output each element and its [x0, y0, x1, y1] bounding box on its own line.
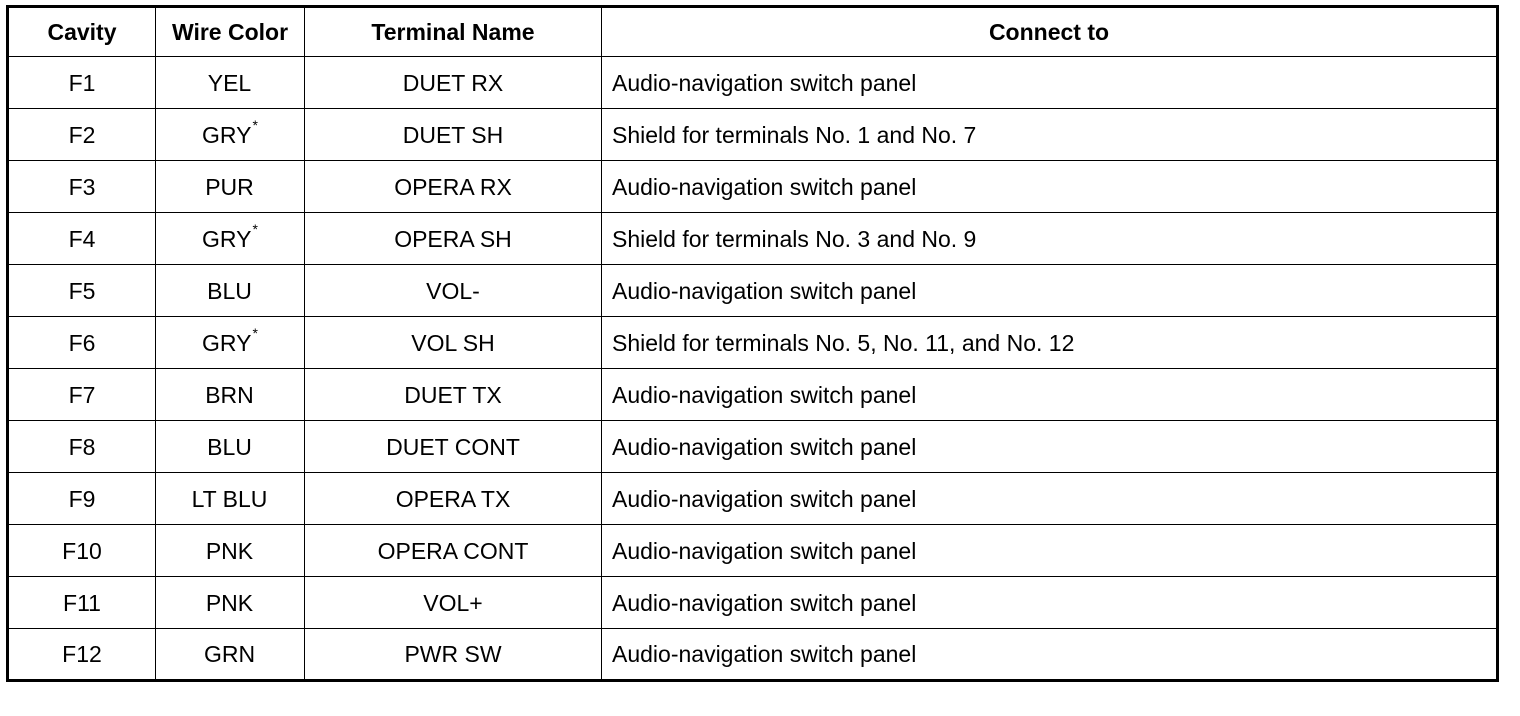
table-header-row: Cavity Wire Color Terminal Name Connect …: [7, 6, 1498, 57]
table-row: F1 YEL DUET RX Audio-navigation switch p…: [7, 56, 1498, 109]
header-cavity: Cavity: [7, 6, 156, 57]
cell-cavity: F10: [7, 524, 156, 577]
cell-cavity: F6: [7, 316, 156, 369]
cell-wire-color: PNK: [155, 524, 305, 577]
cell-cavity: F7: [7, 368, 156, 421]
wire-color-text: GRY: [202, 225, 252, 252]
cell-cavity: F8: [7, 420, 156, 473]
table-row: F7 BRN DUET TX Audio-navigation switch p…: [7, 368, 1498, 421]
cell-terminal-name: VOL SH: [304, 316, 602, 369]
cell-connect-to: Audio-navigation switch panel: [601, 56, 1498, 109]
cell-terminal-name: DUET CONT: [304, 420, 602, 473]
header-wire-color: Wire Color: [155, 6, 305, 57]
cell-terminal-name: OPERA TX: [304, 472, 602, 525]
wire-color-text: PNK: [205, 589, 254, 616]
header-terminal-name: Terminal Name: [304, 6, 602, 57]
table-row: F2 GRY* DUET SH Shield for terminals No.…: [7, 108, 1498, 161]
wire-color-text: GRY: [202, 329, 252, 356]
cell-cavity: F2: [7, 108, 156, 161]
cell-wire-color: PUR: [155, 160, 305, 213]
cell-connect-to: Audio-navigation switch panel: [601, 628, 1498, 681]
table-row: F5 BLU VOL- Audio-navigation switch pane…: [7, 264, 1498, 317]
cell-wire-color: BRN: [155, 368, 305, 421]
wire-color-text: BRN: [205, 381, 254, 408]
table-row: F9 LT BLU OPERA TX Audio-navigation swit…: [7, 472, 1498, 525]
cell-wire-color: BLU: [155, 264, 305, 317]
cell-wire-color: PNK: [155, 576, 305, 629]
cell-connect-to: Audio-navigation switch panel: [601, 160, 1498, 213]
wire-color-text: PUR: [205, 173, 254, 200]
connector-table-container: Cavity Wire Color Terminal Name Connect …: [6, 5, 1499, 682]
wire-color-text: YEL: [207, 69, 252, 96]
cell-wire-color: BLU: [155, 420, 305, 473]
cell-connect-to: Audio-navigation switch panel: [601, 576, 1498, 629]
table-row: F4 GRY* OPERA SH Shield for terminals No…: [7, 212, 1498, 265]
cell-wire-color: GRY*: [155, 316, 305, 369]
cell-connect-to: Audio-navigation switch panel: [601, 368, 1498, 421]
cell-connect-to: Audio-navigation switch panel: [601, 264, 1498, 317]
connector-terminal-table: Cavity Wire Color Terminal Name Connect …: [6, 5, 1499, 682]
cell-terminal-name: DUET RX: [304, 56, 602, 109]
cell-connect-to: Shield for terminals No. 3 and No. 9: [601, 212, 1498, 265]
cell-terminal-name: OPERA SH: [304, 212, 602, 265]
cell-terminal-name: DUET SH: [304, 108, 602, 161]
wire-color-footnote-mark: *: [252, 324, 258, 341]
cell-wire-color: GRY*: [155, 212, 305, 265]
wire-color-text: PNK: [205, 537, 254, 564]
cell-cavity: F9: [7, 472, 156, 525]
cell-connect-to: Shield for terminals No. 1 and No. 7: [601, 108, 1498, 161]
cell-wire-color: YEL: [155, 56, 305, 109]
cell-terminal-name: VOL+: [304, 576, 602, 629]
cell-cavity: F3: [7, 160, 156, 213]
cell-terminal-name: OPERA RX: [304, 160, 602, 213]
table-row: F8 BLU DUET CONT Audio-navigation switch…: [7, 420, 1498, 473]
cell-terminal-name: PWR SW: [304, 628, 602, 681]
cell-terminal-name: VOL-: [304, 264, 602, 317]
cell-wire-color: LT BLU: [155, 472, 305, 525]
table-row: F6 GRY* VOL SH Shield for terminals No. …: [7, 316, 1498, 369]
cell-cavity: F4: [7, 212, 156, 265]
header-connect-to: Connect to: [601, 6, 1498, 57]
cell-cavity: F11: [7, 576, 156, 629]
wire-color-text: GRY: [202, 121, 252, 148]
table-row: F3 PUR OPERA RX Audio-navigation switch …: [7, 160, 1498, 213]
wire-color-text: LT BLU: [191, 485, 268, 512]
cell-terminal-name: DUET TX: [304, 368, 602, 421]
cell-cavity: F1: [7, 56, 156, 109]
wire-color-footnote-mark: *: [252, 220, 258, 237]
cell-connect-to: Audio-navigation switch panel: [601, 472, 1498, 525]
cell-wire-color: GRN: [155, 628, 305, 681]
wire-color-text: BLU: [207, 433, 252, 460]
cell-wire-color: GRY*: [155, 108, 305, 161]
cell-connect-to: Shield for terminals No. 5, No. 11, and …: [601, 316, 1498, 369]
table-row: F10 PNK OPERA CONT Audio-navigation swit…: [7, 524, 1498, 577]
table-row: F12 GRN PWR SW Audio-navigation switch p…: [7, 628, 1498, 681]
cell-connect-to: Audio-navigation switch panel: [601, 524, 1498, 577]
cell-cavity: F5: [7, 264, 156, 317]
wire-color-footnote-mark: *: [252, 116, 258, 133]
cell-terminal-name: OPERA CONT: [304, 524, 602, 577]
cell-connect-to: Audio-navigation switch panel: [601, 420, 1498, 473]
wire-color-text: GRN: [203, 641, 256, 667]
table-row: F11 PNK VOL+ Audio-navigation switch pan…: [7, 576, 1498, 629]
wire-color-text: BLU: [207, 277, 252, 304]
table-body: F1 YEL DUET RX Audio-navigation switch p…: [7, 56, 1498, 681]
cell-cavity: F12: [7, 628, 156, 681]
